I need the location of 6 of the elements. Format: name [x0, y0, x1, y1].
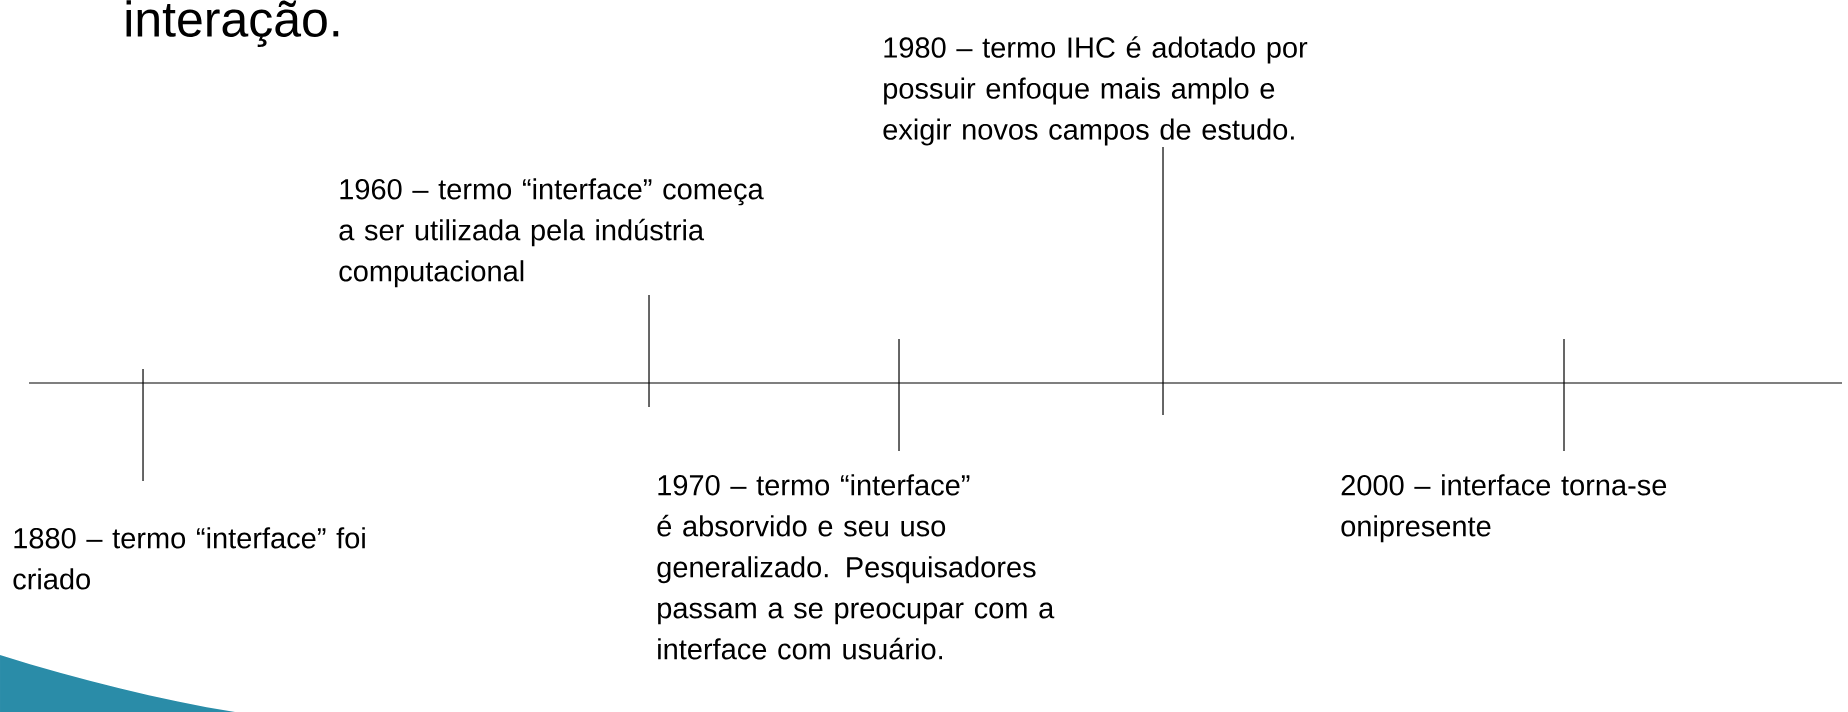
slide-heading: interação.	[126, 0, 339, 48]
timeline-event-text: 1970 – termo “interface” é absorvido e seu uso generalizado. Pesquisadores passam a se preocupar com a interface com usuário.	[657, 474, 1055, 660]
timeline-event-text: 2000 – interface torna-se onipresente	[1341, 474, 1667, 543]
timeline-event-text: 1880 – termo “interface” foi criado	[13, 527, 365, 590]
timeline-event-text: 1980 – termo IHC é adotado por possuir enfoque mais amplo e exigir novos campos de estudo.	[883, 36, 1308, 146]
timeline-event-text: 1960 – termo “interface” começa a ser utilizada pela indústria computacional	[339, 178, 764, 288]
